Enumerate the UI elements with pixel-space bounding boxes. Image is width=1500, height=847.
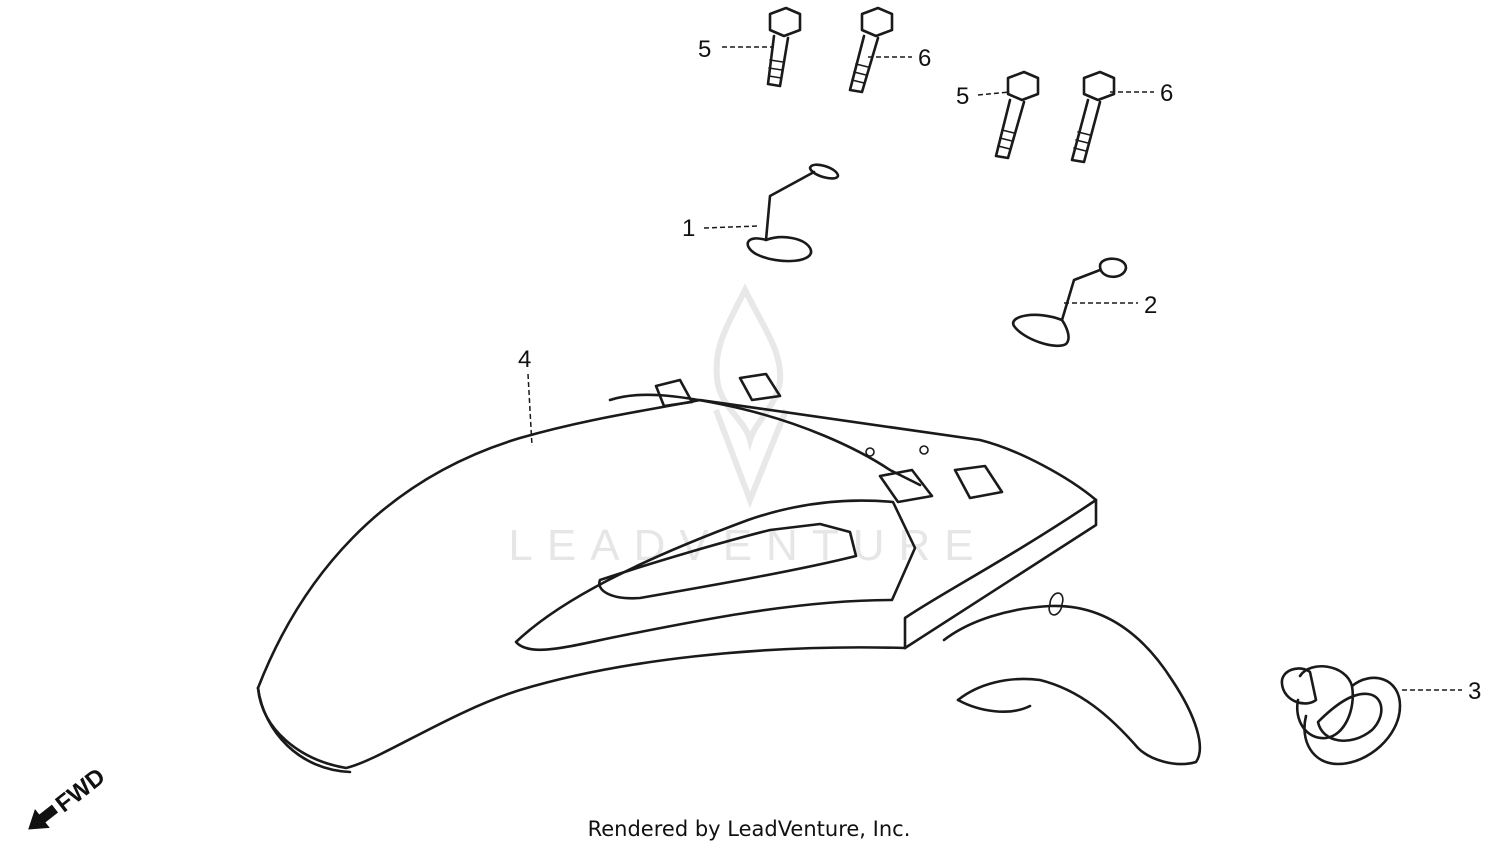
leader-lines	[527, 46, 1462, 691]
clip-2	[1011, 257, 1128, 347]
footer-credit: Rendered by LeadVenture, Inc.	[588, 817, 911, 841]
bolt-5-right	[994, 70, 1040, 160]
callout-6-right: 6	[1160, 80, 1173, 107]
grommet-3	[1280, 665, 1402, 766]
callout-4: 4	[518, 346, 531, 373]
watermark-text: LEADVENTURE	[508, 521, 987, 570]
bolt-6-right	[1070, 70, 1116, 164]
callout-6-top: 6	[918, 45, 931, 72]
bolt-6-top	[848, 6, 894, 94]
clip-1	[746, 163, 840, 263]
callout-3: 3	[1468, 678, 1481, 705]
watermark: LEADVENTURE	[508, 283, 987, 570]
callout-2: 2	[1144, 292, 1157, 319]
callout-5-right: 5	[956, 83, 969, 110]
bolt-5-top	[766, 6, 802, 88]
watermark-flame-icon	[713, 283, 789, 509]
callout-1: 1	[682, 215, 695, 242]
fwd-arrow-icon	[28, 804, 59, 830]
front-fender-4	[256, 372, 1202, 774]
callout-5-top: 5	[698, 36, 711, 63]
fwd-label: FWD	[51, 763, 111, 818]
fwd-indicator: FWD	[28, 763, 111, 830]
